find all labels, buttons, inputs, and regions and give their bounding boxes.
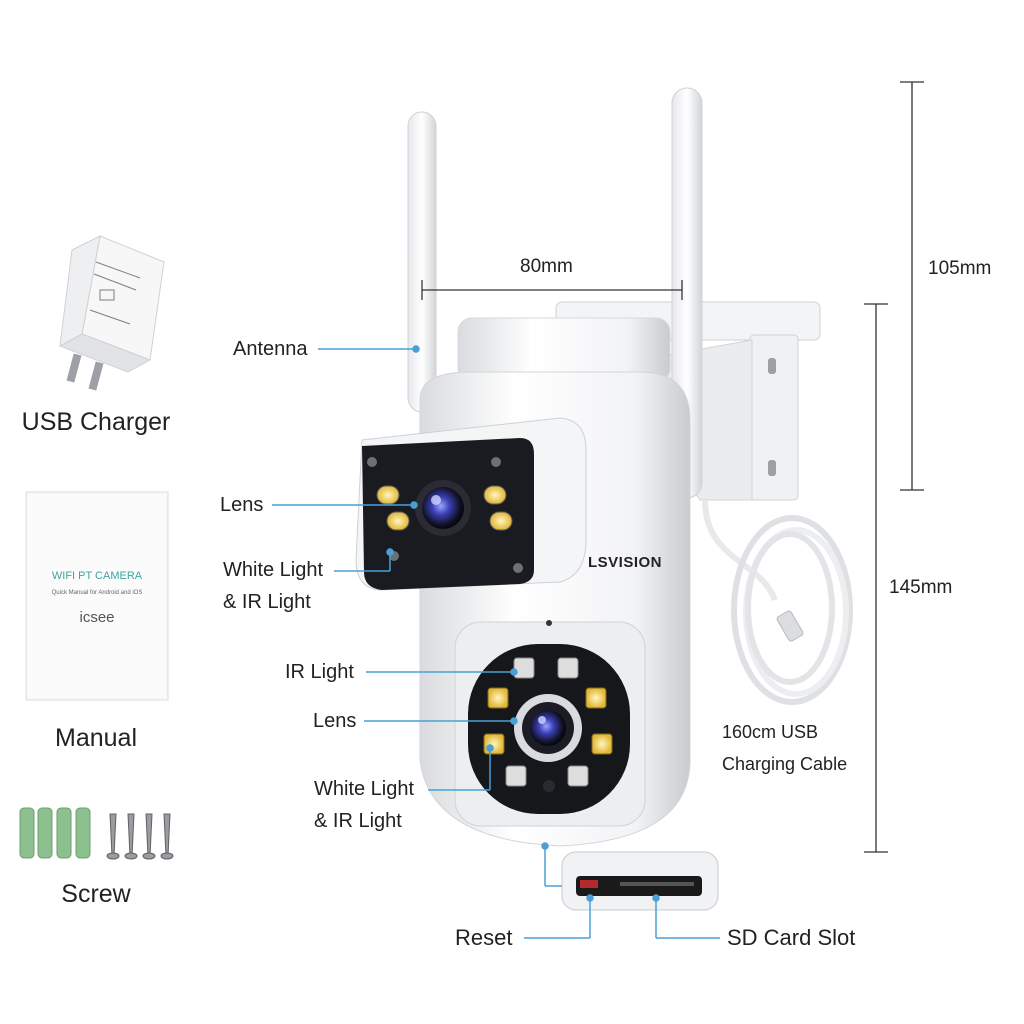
callout-lens-bottom: Lens [313,710,357,732]
lower-camera-module [454,620,646,827]
callout-cable-1: 160cm USB [722,722,819,742]
callout-white-light-top-2: & IR Light [223,591,311,613]
manual-cover-app: icsee [79,609,115,626]
callout-lens-top: Lens [220,494,264,516]
screw-label: Screw [61,880,131,908]
callout-cable-2: Charging Cable [722,754,848,774]
left-antenna [407,111,437,413]
screws-image [19,807,174,860]
sd-slot-inset [561,851,719,911]
dimension-lines [421,81,924,853]
usb-plug [776,610,804,642]
dimension-total-height: 145mm [889,577,953,598]
usb-charger-label: USB Charger [21,408,171,436]
callout-reset: Reset [455,925,513,950]
manual-image [25,491,169,701]
callout-ir-light: IR Light [285,661,354,683]
manual-cover-subtitle: Quick Manual for Android and iOS [51,590,143,596]
callout-white-light-bottom-2: & IR Light [314,810,402,832]
usb-charger-image [58,235,165,391]
callout-white-light-top-1: White Light [223,559,324,581]
callout-sd-card-slot: SD Card Slot [727,925,856,950]
usb-cable [702,499,853,705]
dimension-width: 80mm [520,256,573,277]
manual-cover-title: WIFI PT CAMERA [51,570,143,582]
manual-label: Manual [55,724,137,752]
callout-antenna: Antenna [233,338,308,360]
upper-camera-module [355,417,587,591]
dimension-upper-height: 105mm [928,258,992,279]
callout-white-light-bottom-1: White Light [314,778,415,800]
callout-lines [272,345,720,939]
brand-logo: LSVISION [588,554,663,571]
